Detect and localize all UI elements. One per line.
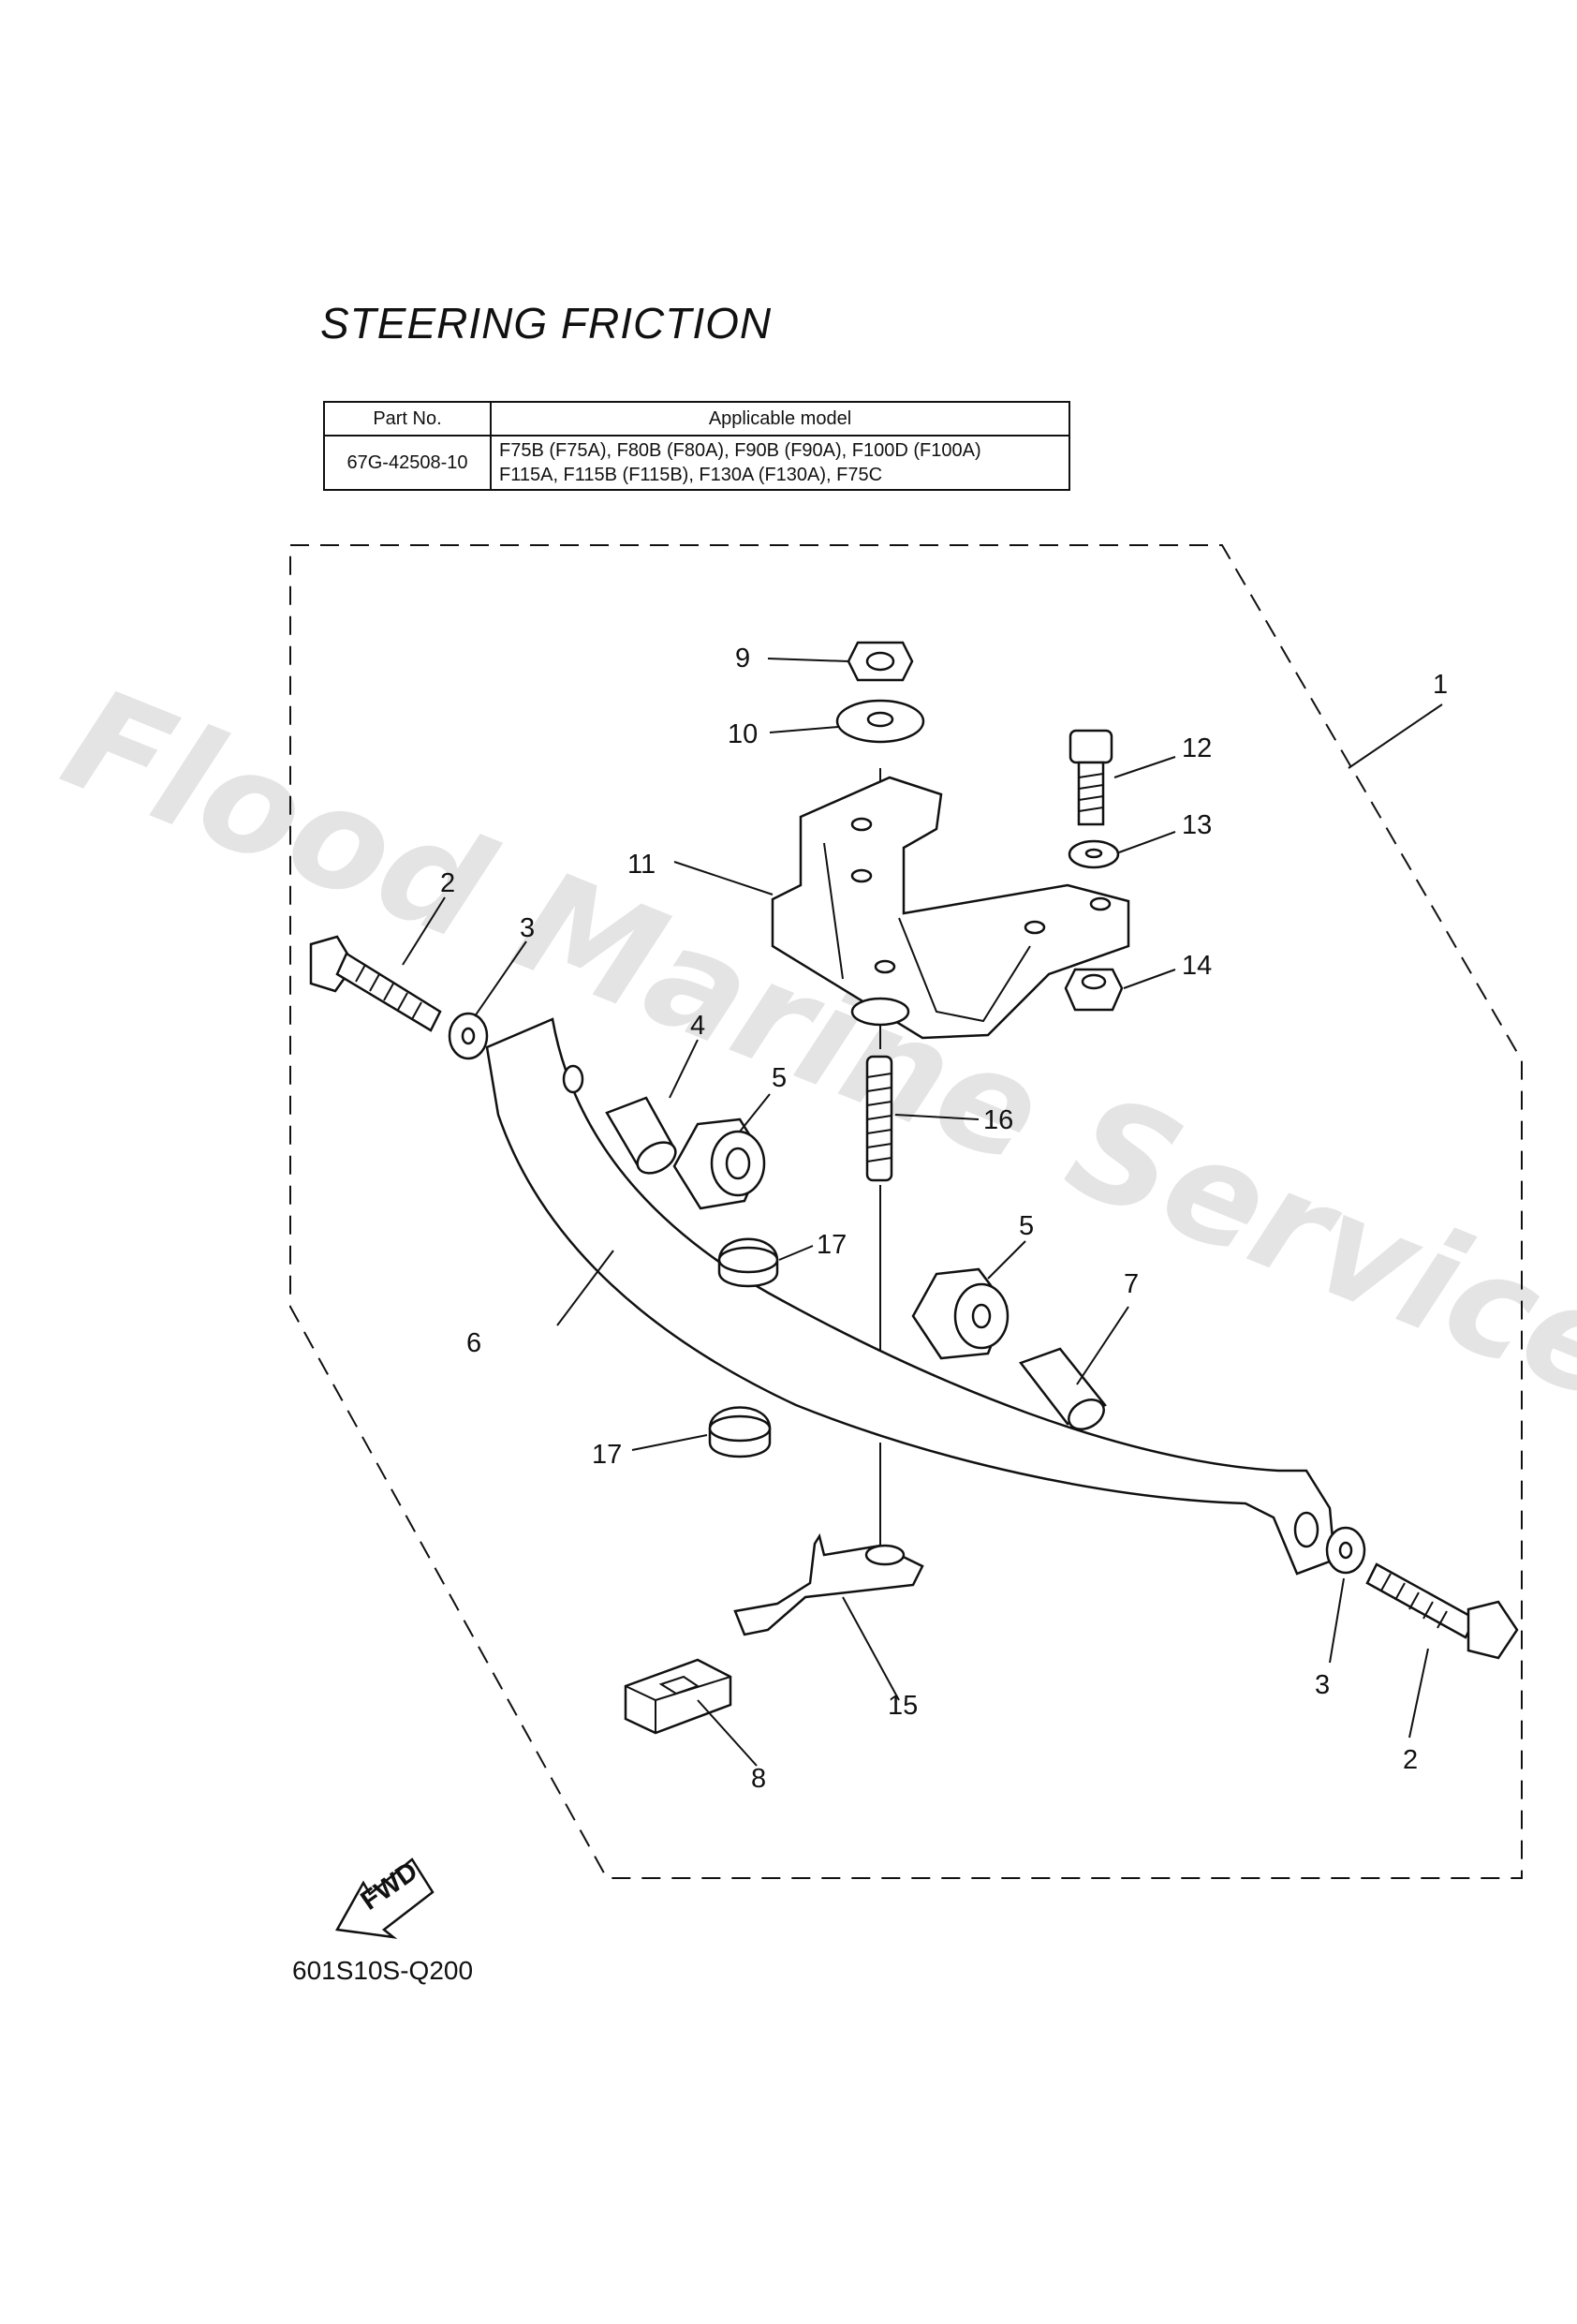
callout-2-left: 2 (440, 868, 455, 898)
part-16-stud (865, 1055, 893, 1182)
page-title: STEERING FRICTION (320, 299, 773, 348)
callout-5-upper: 5 (772, 1063, 787, 1093)
callout-14: 14 (1182, 951, 1212, 981)
part-2-bolt-left (309, 935, 442, 1032)
part-11-bracket (771, 776, 1130, 1040)
part-14-nut (1064, 968, 1124, 1012)
callout-3-right: 3 (1315, 1670, 1330, 1700)
callout-5-lower: 5 (1019, 1211, 1034, 1241)
applicable-model-cell: F75B (F75A), F80B (F80A), F90B (F90A), F… (490, 435, 1070, 491)
callout-13: 13 (1182, 810, 1212, 840)
callout-1: 1 (1433, 670, 1448, 700)
models-line-1: F75B (F75A), F80B (F80A), F90B (F90A), F… (499, 440, 981, 461)
applicable-model-table: Part No. Applicable model 67G-42508-10 F… (323, 401, 1070, 491)
column-header-applicable-model: Applicable model (490, 401, 1070, 437)
callout-7: 7 (1124, 1269, 1139, 1299)
part-17-cap-lower (708, 1406, 772, 1458)
callout-11: 11 (627, 850, 656, 880)
callout-2-right: 2 (1403, 1745, 1418, 1775)
callout-15: 15 (888, 1691, 918, 1721)
diagram-code: 601S10S-Q200 (292, 1956, 474, 1985)
callout-3-left: 3 (520, 913, 535, 943)
part-13-washer (1068, 839, 1120, 869)
part-17-cap-upper (717, 1237, 779, 1288)
table-header-row: Part No. Applicable model (323, 401, 1070, 437)
assembly-dashed-outline (289, 544, 1523, 1879)
part-number-cell: 67G-42508-10 (323, 435, 492, 491)
part-15-stopper-plate (733, 1532, 924, 1636)
callout-16: 16 (983, 1105, 1013, 1135)
part-3-washer-right (1325, 1526, 1366, 1575)
callout-17-lower: 17 (592, 1440, 622, 1470)
callout-12: 12 (1182, 733, 1212, 763)
leader-lines (402, 658, 1443, 1767)
part-12-bolt (1069, 729, 1113, 826)
part-7-collar (1018, 1347, 1107, 1430)
part-8-block (624, 1658, 732, 1735)
part-5-bushing-lower (911, 1267, 1010, 1360)
part-2-bolt-right (1365, 1562, 1519, 1660)
callout-6: 6 (466, 1328, 481, 1358)
callout-10: 10 (728, 719, 758, 749)
models-line-2: F115A, F115B (F115B), F130A (F130A), F75… (499, 465, 883, 485)
part-9-nut (847, 641, 914, 682)
part-4-collar (605, 1096, 677, 1175)
table-row: 67G-42508-10 F75B (F75A), F80B (F80A), F… (323, 435, 1070, 491)
part-5-bushing-upper (672, 1118, 766, 1210)
column-header-part-no: Part No. (323, 401, 492, 437)
fwd-arrow-icon: FWD (335, 1857, 435, 1939)
part-10-washer (835, 699, 925, 744)
callout-8: 8 (751, 1764, 766, 1794)
callout-9: 9 (735, 644, 750, 674)
callout-4: 4 (690, 1011, 705, 1041)
part-3-washer-left (448, 1012, 489, 1060)
callout-17-upper: 17 (817, 1230, 847, 1260)
